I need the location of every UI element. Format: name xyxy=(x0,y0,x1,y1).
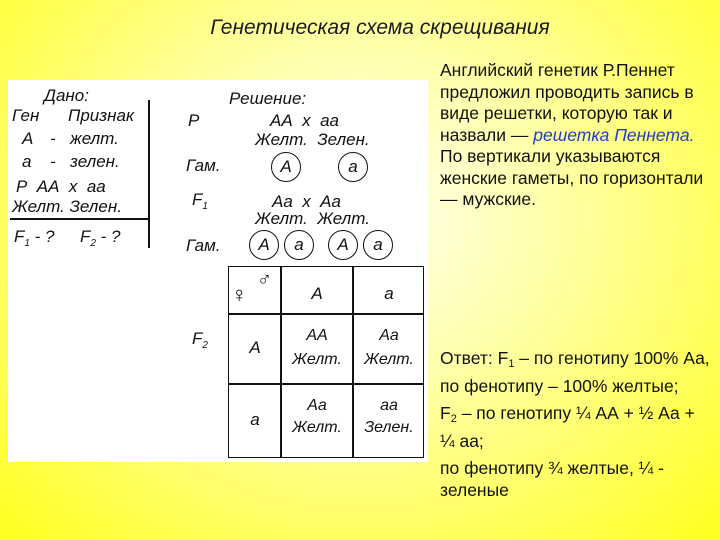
gamete-circle: а xyxy=(338,152,368,182)
punnett-cell-genotype: аа xyxy=(380,397,398,414)
f1-genotypes: Аа х Аа xyxy=(272,192,341,211)
grid-line xyxy=(228,313,424,315)
gamete-circle: А xyxy=(271,152,301,182)
given-f2-question: F2 - ? xyxy=(80,227,121,249)
scheme-panel: Дано: Ген Признак А - желт. а - зелен. Р… xyxy=(8,80,428,462)
trait-yellow: желт. xyxy=(70,129,119,148)
solution-heading: Решение: xyxy=(229,89,307,108)
punnett-square xyxy=(228,266,424,458)
gametes-label-1: Гам. xyxy=(186,156,221,175)
p-phenotypes: Желт. Зелен. xyxy=(255,130,370,149)
vertical-divider xyxy=(148,100,150,248)
punnett-cell-genotype: АА xyxy=(306,327,328,344)
dash: - xyxy=(50,129,56,148)
gamete-circle: А xyxy=(249,230,279,260)
answer-f2: F2 – по генотипу ¼ АА + ½ Аа + ¼ аа; xyxy=(440,403,695,451)
punnett-cell-phenotype: Желт. xyxy=(292,419,342,436)
male-gamete-header: А xyxy=(311,284,323,303)
p-genotypes: АА х аа xyxy=(270,111,339,130)
given-parents-phenotype: Желт. Зелен. xyxy=(12,197,122,216)
answer-text: Ответ: F1 – по генотипу 100% Аа, по фено… xyxy=(440,348,712,501)
gamete-circle: а xyxy=(284,230,314,260)
gametes-label-2: Гам. xyxy=(186,236,221,255)
male-gamete-header: а xyxy=(384,284,394,303)
gene-column-header: Ген xyxy=(12,106,40,125)
f1-phenotypes: Желт. Желт. xyxy=(255,209,370,228)
punnett-cell-phenotype: Желт. xyxy=(292,351,342,368)
grid-line xyxy=(352,266,354,458)
female-symbol: ♀ xyxy=(231,282,248,307)
gamete-circle: А xyxy=(328,230,358,260)
slide-title: Генетическая схема скрещивания xyxy=(210,16,550,39)
given-parents: Р АА х аа xyxy=(16,177,106,196)
trait-green: зелен. xyxy=(70,152,120,171)
p-label: Р xyxy=(188,111,200,130)
trait-column-header: Признак xyxy=(68,106,134,125)
gamete-circle: а xyxy=(363,230,393,260)
description-text: Английский генетик Р.Пеннет предложил пр… xyxy=(440,60,704,209)
punnett-highlight: решетка Пеннета. xyxy=(533,124,695,145)
punnett-cell-phenotype: Зелен. xyxy=(364,419,414,436)
given-f1-question: F1 - ? xyxy=(14,227,55,249)
male-symbol: ♂ xyxy=(257,269,272,291)
female-gamete-header: А xyxy=(249,338,261,357)
gene-recessive: а xyxy=(22,152,32,171)
punnett-cell-phenotype: Желт. xyxy=(364,351,414,368)
grid-line xyxy=(228,383,424,385)
f1-label: F1 xyxy=(192,190,208,212)
f2-label: F2 xyxy=(192,329,208,351)
answer-phenotype: по фенотипу ¾ желтые, ¼ - зеленые xyxy=(440,458,664,500)
female-gamete-header: а xyxy=(250,410,260,429)
given-heading: Дано: xyxy=(44,86,89,105)
answer-f1: Ответ: F1 – по генотипу 100% Аа, по фено… xyxy=(440,348,710,396)
divider-line xyxy=(10,218,148,220)
grid-line xyxy=(280,266,282,458)
punnett-cell-genotype: Аа xyxy=(379,327,399,344)
punnett-cell-genotype: Аа xyxy=(307,397,327,414)
gene-dominant: А xyxy=(22,129,34,148)
dash: - xyxy=(50,152,56,171)
